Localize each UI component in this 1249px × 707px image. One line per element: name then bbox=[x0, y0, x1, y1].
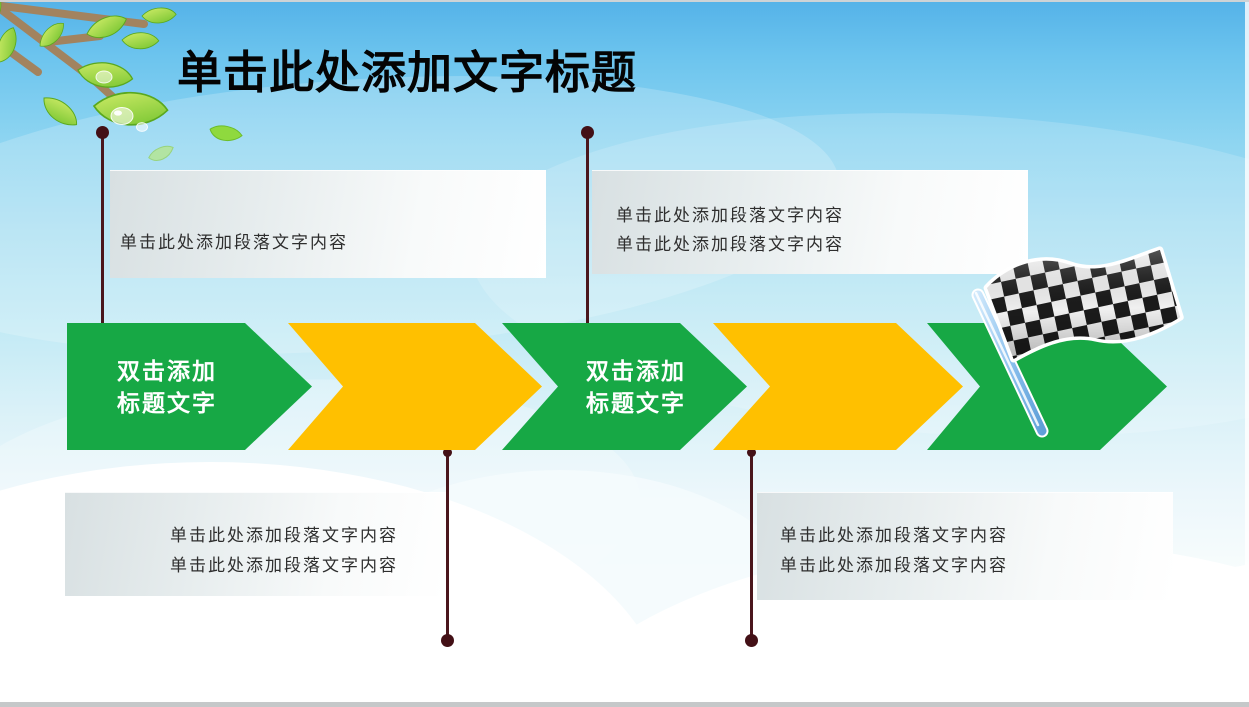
callout-top-left[interactable]: 单击此处添加段落文字内容 bbox=[110, 170, 546, 278]
connector-dot bbox=[747, 448, 756, 457]
slide-title[interactable]: 单击此处添加文字标题 bbox=[177, 47, 638, 98]
callout-text-line: 单击此处添加段落文字内容 bbox=[170, 526, 398, 545]
bottom-border bbox=[0, 702, 1249, 707]
tree-branch-leaves-icon bbox=[0, 0, 292, 189]
step-label-line: 双击添加 bbox=[117, 357, 217, 384]
connector-dot bbox=[581, 126, 594, 139]
step-arrow-yellow-1[interactable] bbox=[288, 323, 542, 450]
connector-dot bbox=[96, 126, 109, 139]
callout-bottom-left[interactable]: 单击此处添加段落文字内容 单击此处添加段落文字内容 bbox=[65, 492, 446, 596]
falling-leaf-icon bbox=[203, 119, 245, 157]
falling-leaf-icon bbox=[146, 143, 178, 171]
callout-bottom-right[interactable]: 单击此处添加段落文字内容 单击此处添加段落文字内容 bbox=[757, 492, 1173, 600]
step-label-line: 标题文字 bbox=[586, 389, 686, 416]
step-label-line: 双击添加 bbox=[586, 357, 686, 384]
right-border bbox=[1245, 0, 1249, 707]
step-label: 双击添加 标题文字 bbox=[67, 323, 312, 450]
step-arrow-green-1[interactable]: 双击添加 标题文字 bbox=[67, 323, 312, 450]
connector-line bbox=[446, 450, 449, 641]
top-border bbox=[0, 0, 1249, 2]
callout-text-line: 单击此处添加段落文字内容 bbox=[780, 526, 1008, 545]
step-label: 双击添加 标题文字 bbox=[502, 323, 747, 450]
callout-top-right[interactable]: 单击此处添加段落文字内容 单击此处添加段落文字内容 bbox=[592, 170, 1028, 274]
connector-line bbox=[750, 450, 753, 641]
callout-text-line: 单击此处添加段落文字内容 bbox=[780, 556, 1008, 575]
callout-text-line: 单击此处添加段落文字内容 bbox=[616, 206, 844, 225]
callout-text-line: 单击此处添加段落文字内容 bbox=[616, 235, 844, 254]
connector-dot bbox=[745, 634, 758, 647]
connector-dot bbox=[443, 448, 452, 457]
callout-text-line: 单击此处添加段落文字内容 bbox=[120, 233, 348, 252]
dew-drop-icon bbox=[95, 70, 148, 132]
connector-line bbox=[586, 133, 589, 323]
checkered-flag-icon bbox=[950, 243, 1190, 453]
step-arrow-yellow-2[interactable] bbox=[713, 323, 963, 450]
step-label-line: 标题文字 bbox=[117, 389, 217, 416]
callout-text-line: 单击此处添加段落文字内容 bbox=[170, 556, 398, 575]
process-arrow-band: 双击添加 标题文字 双击添加 标题文字 bbox=[0, 323, 1249, 450]
connector-line bbox=[101, 133, 104, 323]
connector-dot bbox=[441, 634, 454, 647]
